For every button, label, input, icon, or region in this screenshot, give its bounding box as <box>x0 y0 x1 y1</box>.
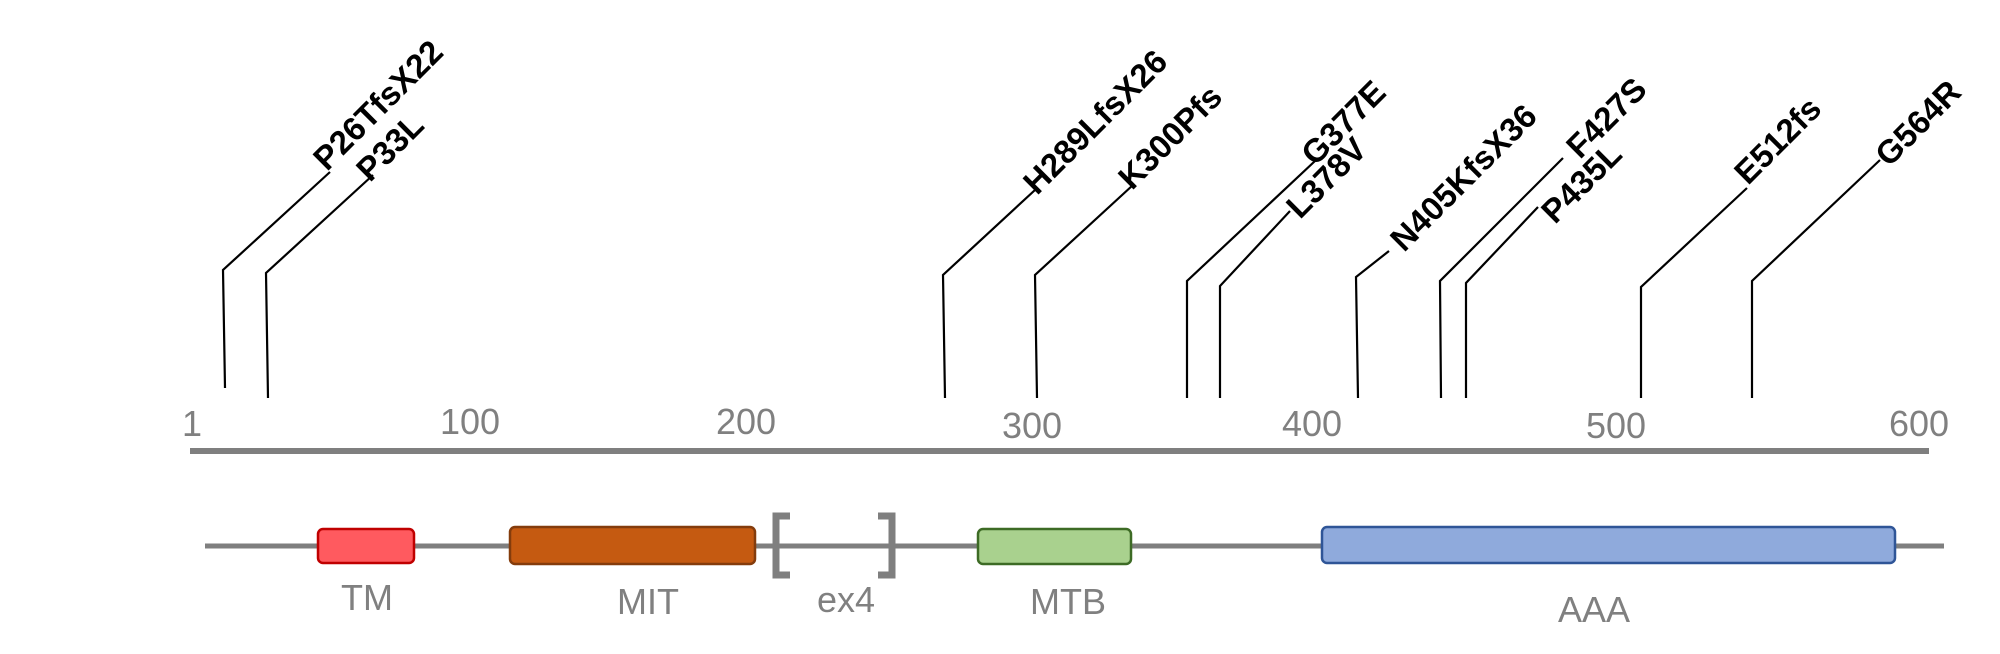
domain-label-tm: TM <box>341 577 393 618</box>
mutation-labels: P26TfsX22 P33L H289LfsX26 K300Pfs G377E … <box>306 33 1968 258</box>
domain-label-ex4: ex4 <box>817 579 875 620</box>
mutation-leader-p33l <box>264 174 374 399</box>
domain-tm <box>316 527 416 565</box>
domain-label-mtb: MTB <box>1030 581 1106 622</box>
mutation-label-n405kfsx36: N405KfsX36 <box>1383 97 1544 258</box>
mutation-leader-g564r <box>1750 159 1881 398</box>
mutation-label-e512fs: E512fs <box>1727 90 1828 191</box>
mutation-label-g564r: G564R <box>1868 73 1968 173</box>
domain-label-aaa: AAA <box>1558 589 1630 630</box>
axis-tick-600: 600 <box>1889 403 1949 444</box>
mutation-leader-g377e <box>1185 160 1316 398</box>
mutation-leader-p26tfsx22 <box>221 171 331 389</box>
mutation-leader-n405kfsx36 <box>1354 250 1390 399</box>
axis-tick-200: 200 <box>716 401 776 442</box>
axis-tick-500: 500 <box>1586 405 1646 446</box>
domain-mit <box>508 525 757 566</box>
protein-schematic <box>205 512 1944 579</box>
mutation-leader-k300pfs <box>1033 184 1134 399</box>
residue-axis: 1 100 200 300 400 500 600 <box>182 401 1949 454</box>
mutation-leaders <box>221 157 1881 399</box>
mutation-leader-e512fs <box>1639 187 1748 398</box>
axis-tick-100: 100 <box>440 401 500 442</box>
domain-label-mit: MIT <box>617 581 679 622</box>
mutation-leader-l378v <box>1218 210 1291 398</box>
mutation-leader-p435l <box>1464 206 1539 398</box>
ex4-right-bracket <box>878 512 896 579</box>
domain-aaa <box>1320 525 1897 565</box>
domain-labels: TM MIT ex4 MTB AAA <box>341 577 1630 630</box>
domain-mtb <box>976 527 1133 566</box>
axis-tick-400: 400 <box>1282 403 1342 444</box>
axis-tick-300: 300 <box>1002 405 1062 446</box>
axis-tick-1: 1 <box>182 403 202 444</box>
ex4-left-bracket <box>772 512 790 579</box>
mutation-leader-f427s <box>1438 157 1564 399</box>
mutation-leader-h289lfsx26 <box>941 189 1036 399</box>
